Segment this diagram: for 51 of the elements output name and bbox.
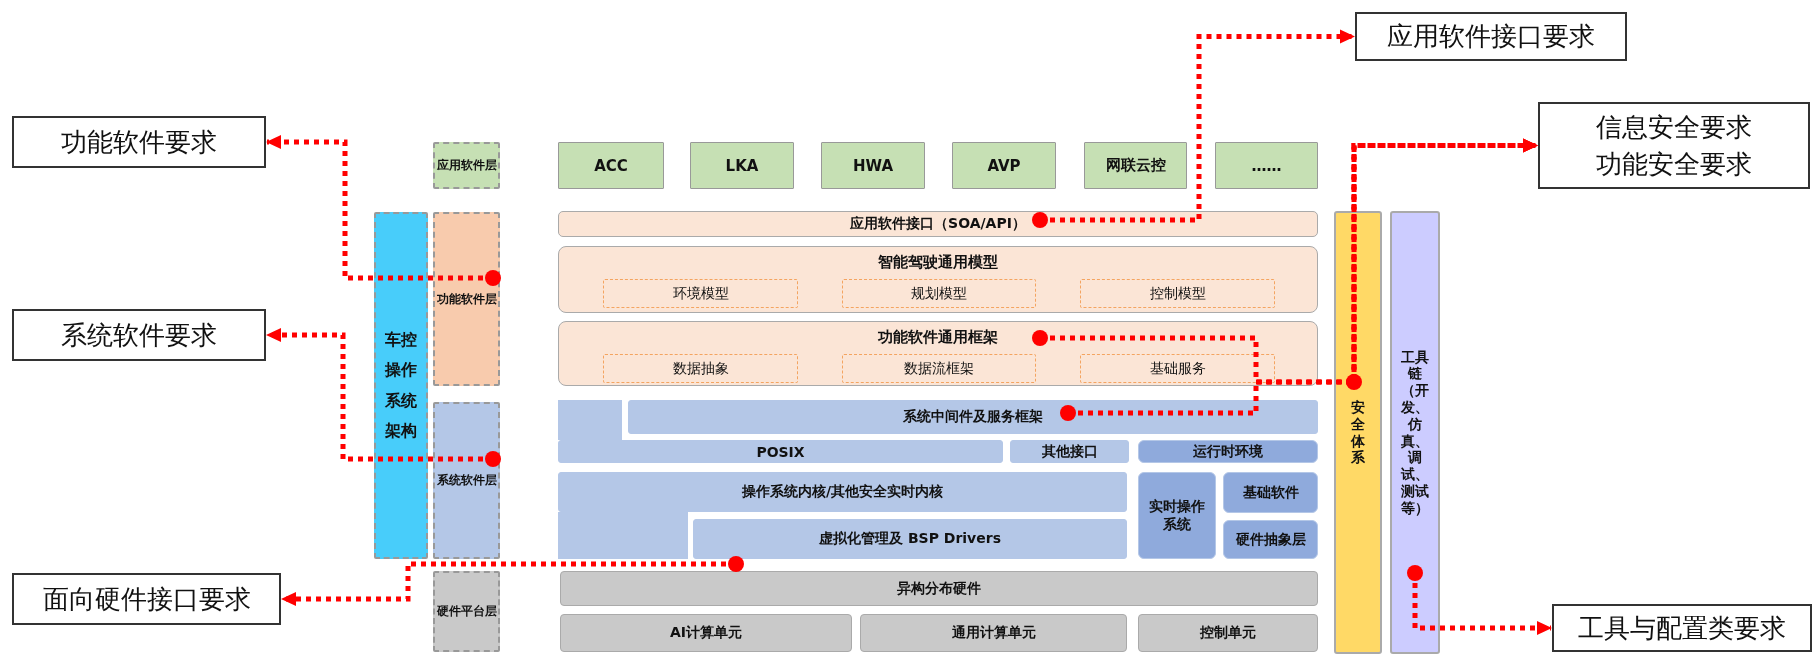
layer-label-box: 系统软件层 — [433, 402, 500, 559]
sub-module-box: 环境模型 — [603, 279, 798, 308]
sub-module-box: 基础服务 — [1080, 354, 1275, 383]
requirement-box: 工具与配置类要求 — [1552, 604, 1812, 652]
layer-label-box: 功能软件层 — [433, 212, 500, 386]
module-box: 运行时环境 — [1138, 440, 1318, 463]
safety-bar: 安全体系 — [1334, 211, 1382, 654]
module-box: 实时操作系统 — [1138, 472, 1216, 559]
module-box: 基础软件 — [1223, 472, 1318, 513]
requirement-box: 应用软件接口要求 — [1355, 12, 1627, 61]
application-box: HWA — [821, 142, 925, 189]
hardware-box: 通用计算单元 — [860, 614, 1127, 652]
module-box: 其他接口 — [1010, 440, 1129, 463]
module-box: 操作系统内核/其他安全实时内核 — [558, 472, 1127, 512]
sub-module-box: 数据流框架 — [842, 354, 1036, 383]
application-box: LKA — [690, 142, 794, 189]
leader-line — [1407, 565, 1552, 635]
module-title: 智能驾驶通用模型 — [878, 253, 998, 272]
module-box: 虚拟化管理及 BSP Drivers — [693, 519, 1127, 559]
application-box: AVP — [952, 142, 1056, 189]
module-box — [558, 321, 1318, 386]
leader-line — [281, 556, 744, 606]
module-box: 应用软件接口（SOA/API） — [558, 211, 1318, 237]
application-box: 网联云控 — [1084, 142, 1187, 189]
architecture-column: 车控操作系统架构 — [374, 212, 428, 559]
toolchain-bar: 工具链（开发、仿真、调试、测试等） — [1390, 211, 1440, 654]
leader-line — [266, 135, 501, 286]
requirement-text: 功能安全要求 — [1596, 147, 1752, 181]
application-box: …… — [1215, 142, 1318, 189]
requirement-text: 信息安全要求 — [1596, 111, 1752, 145]
sub-module-box: 数据抽象 — [603, 354, 798, 383]
module-title: 功能软件通用框架 — [878, 328, 998, 347]
layer-label-box: 硬件平台层 — [433, 571, 500, 652]
module-box: 系统中间件及服务框架 — [628, 400, 1318, 434]
module-box — [558, 246, 1318, 313]
sub-module-box: 控制模型 — [1080, 279, 1275, 308]
requirement-box: 功能软件要求 — [12, 116, 266, 168]
leader-line — [266, 328, 501, 467]
module-box: 硬件抽象层 — [1223, 520, 1318, 559]
layer-label-box: 应用软件层 — [433, 142, 500, 189]
requirement-box: 面向硬件接口要求 — [12, 573, 281, 625]
leader-line — [1060, 138, 1538, 421]
application-box: ACC — [558, 142, 664, 189]
module-box: POSIX — [558, 440, 1003, 463]
sub-module-box: 规划模型 — [842, 279, 1036, 308]
hardware-box: 异构分布硬件 — [560, 571, 1318, 606]
requirement-box: 系统软件要求 — [12, 309, 266, 361]
hardware-box: AI计算单元 — [560, 614, 852, 652]
leader-line — [1032, 29, 1355, 228]
requirement-box — [1538, 102, 1810, 189]
hardware-box: 控制单元 — [1138, 614, 1318, 652]
